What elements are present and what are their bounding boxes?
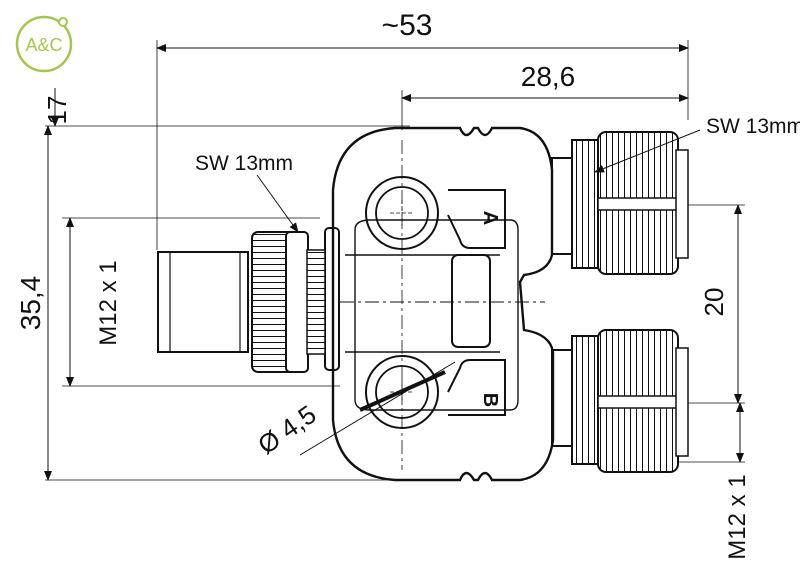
right-connector-b [551,329,689,473]
logo-text: A&C [25,35,62,55]
left-connector [157,231,326,373]
brand-logo: A&C [15,15,73,73]
label-port-a: A [479,211,501,225]
label-port-b: B [479,393,501,407]
label-sw-top-right: SW 13mm [706,115,800,138]
label-thread-left: M12 x 1 [95,260,122,345]
label-sw-left: SW 13mm [195,152,293,175]
label-thread-right: M12 x 1 [724,474,751,559]
dimension-lines [44,44,744,481]
dim-left-top-offset: 17 [42,96,72,125]
dim-overall-height: 35,4 [15,276,46,331]
mount-hole-a [365,176,439,250]
dim-mount-hole: Ø 4,5 [252,399,321,460]
dim-port-spacing: 20 [699,288,729,317]
diameter-indicator [359,370,446,412]
dim-body-width: 28,6 [521,61,576,92]
right-connector-a [551,131,689,275]
y-connector-body [324,126,555,482]
dim-overall-width: ~53 [382,9,433,42]
